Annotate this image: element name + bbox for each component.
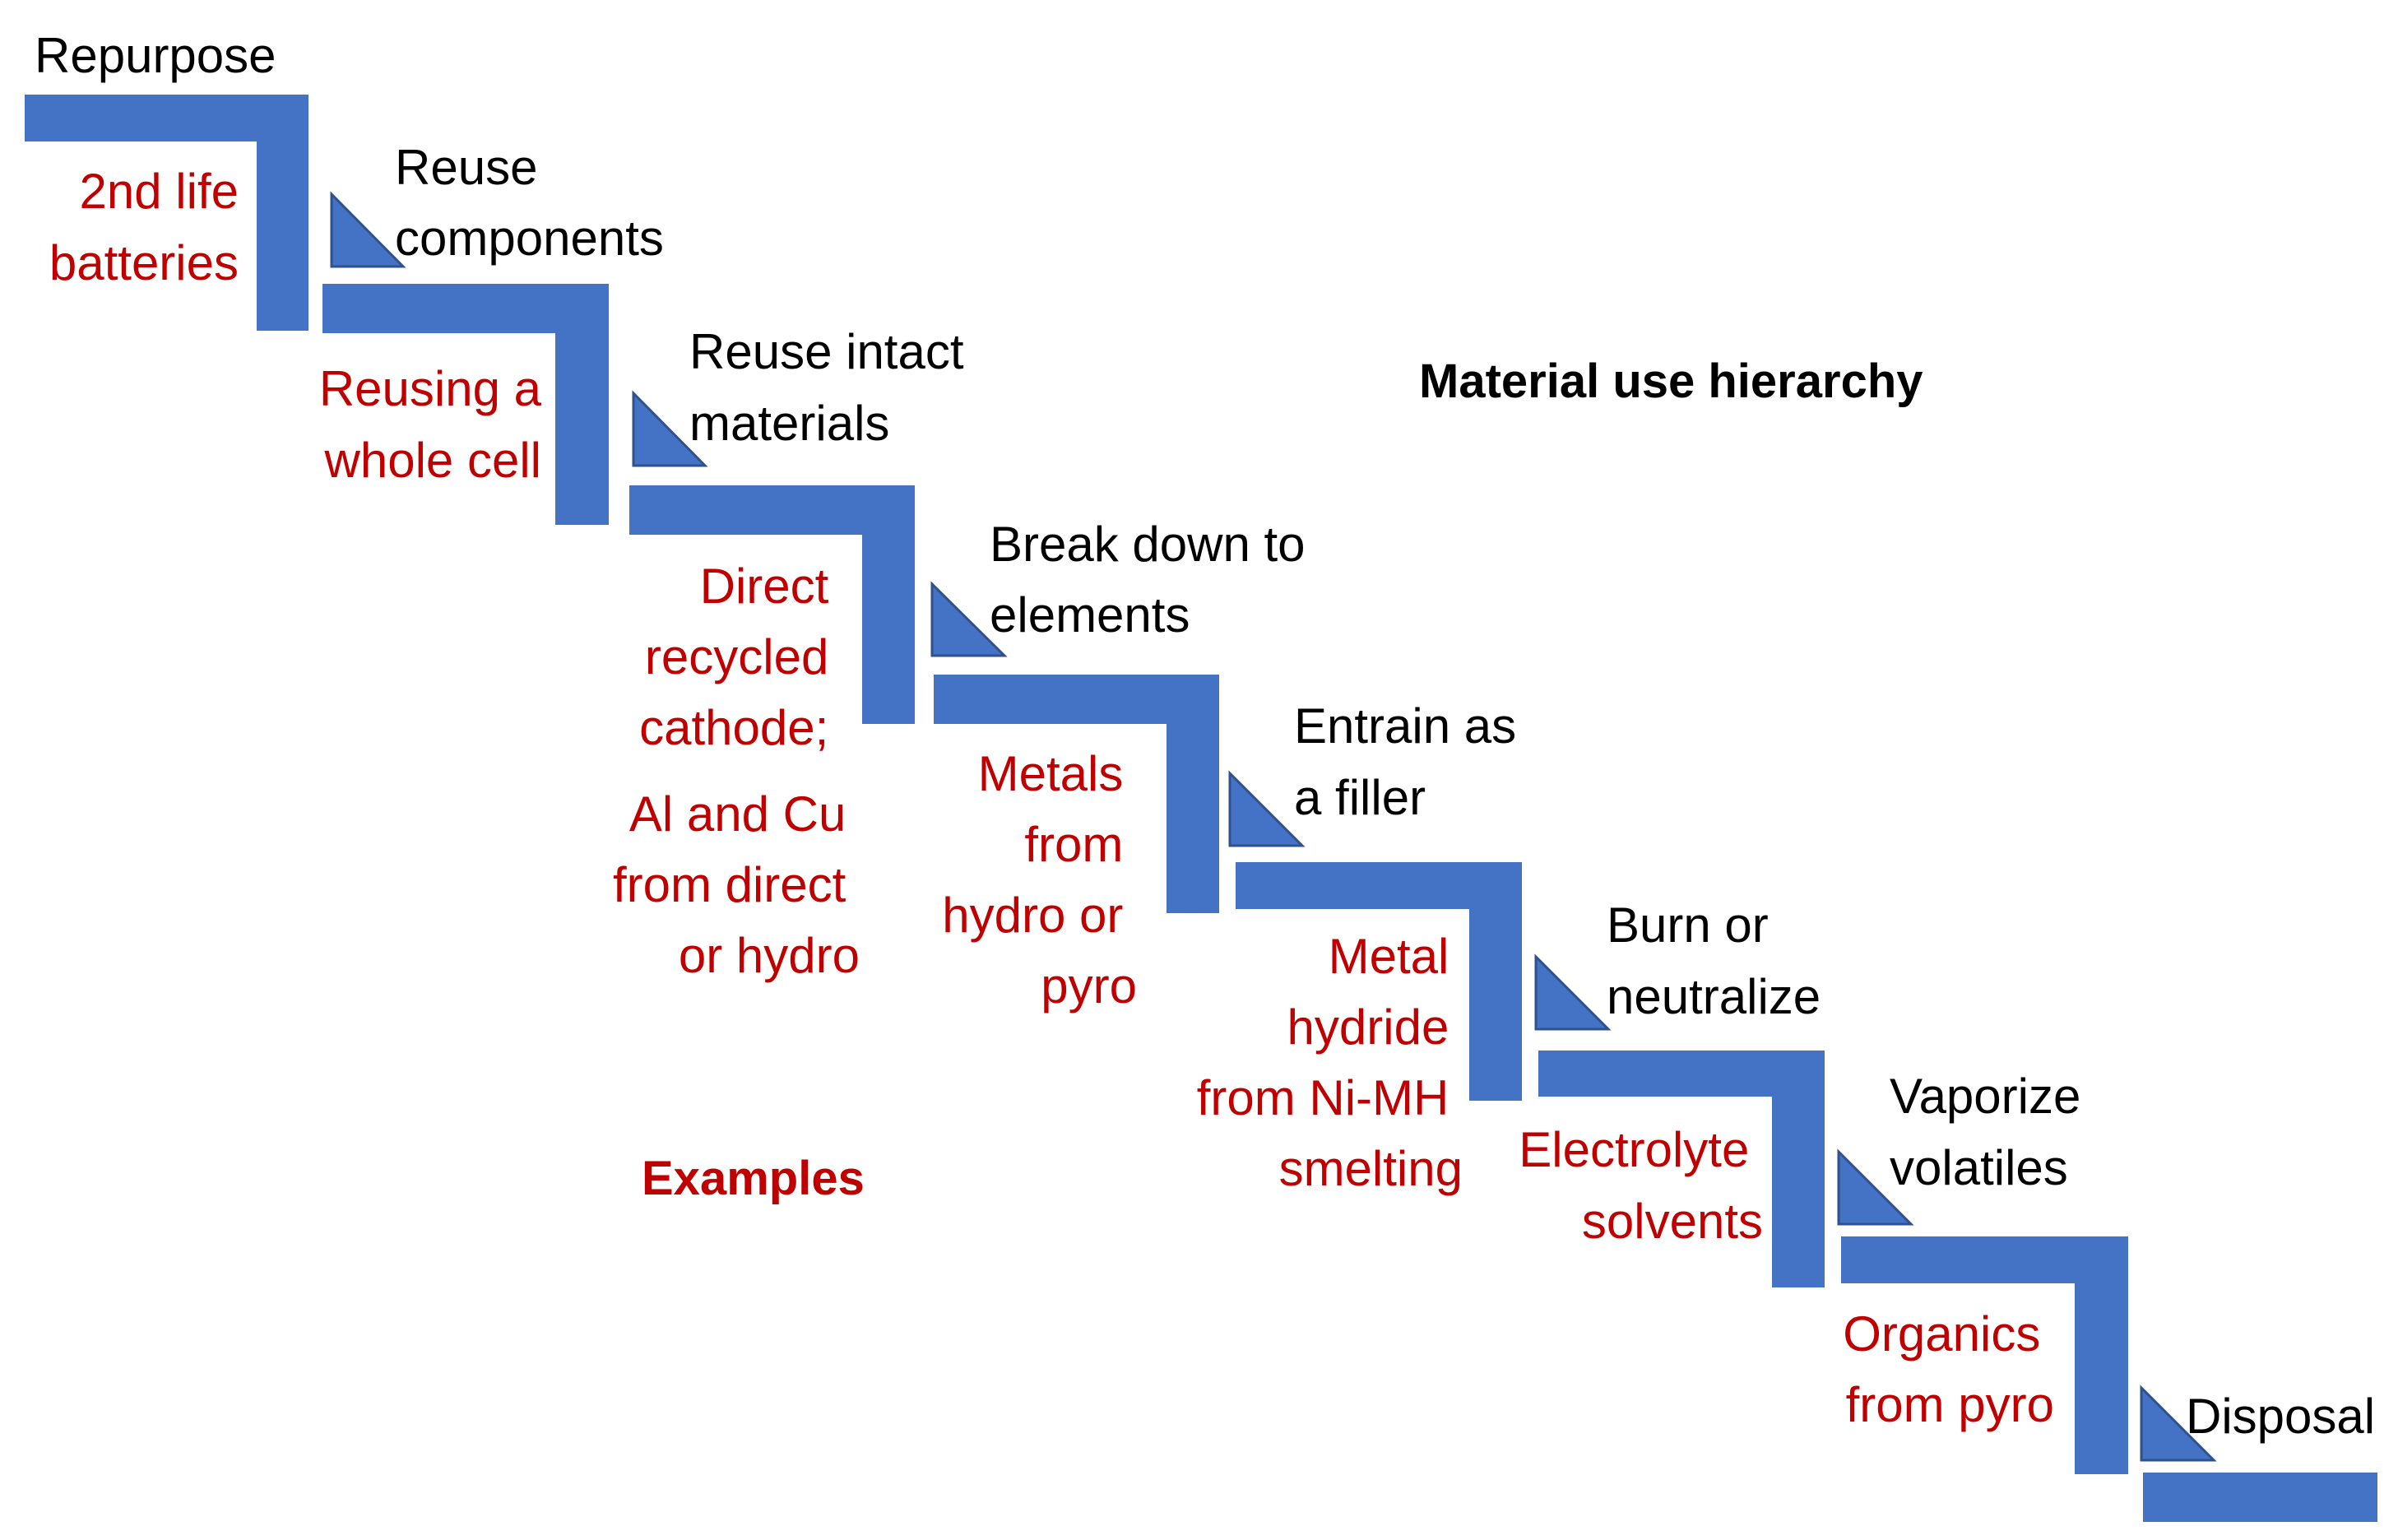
example-label-organics: Organics from pyro xyxy=(1843,1306,2054,1432)
triangle-icon-vaporize xyxy=(1837,1148,1914,1226)
triangle-icon-break-down xyxy=(930,581,1008,657)
step-5-entrain xyxy=(1236,862,1522,1101)
triangle-icon-burn xyxy=(1534,953,1612,1031)
diagram-title: Material use hierarchy xyxy=(1419,355,1923,408)
step-2-reuse-components xyxy=(322,284,609,525)
step-1-repurpose xyxy=(25,95,308,331)
step-6-burn xyxy=(1538,1051,1825,1287)
step-8-disposal xyxy=(2143,1473,2377,1522)
step-3-reuse-intact-materials xyxy=(629,485,915,724)
example-label-metal-hydride: Metal hydride from Ni-MH smelting xyxy=(1197,929,1463,1196)
triangle-markers xyxy=(330,191,2217,1462)
triangle-icon-reuse-components xyxy=(330,191,406,268)
example-label-electrolyte: Electrolyte solvents xyxy=(1519,1122,1763,1249)
example-label-metals: Metals from hydro or pyro xyxy=(942,746,1137,1014)
step-7-vaporize xyxy=(1841,1236,2128,1474)
triangle-icon-disposal xyxy=(2140,1385,2217,1462)
triangle-icon-entrain xyxy=(1228,770,1306,847)
examples-title: Examples xyxy=(642,1152,865,1205)
triangle-icon-reuse-intact xyxy=(632,390,708,467)
stage-label-disposal: Disposal xyxy=(2186,1389,2375,1444)
staircase xyxy=(25,95,2377,1522)
stage-label-repurpose: Repurpose xyxy=(35,28,276,83)
example-label-direct-recycled: Direct recycled cathode; Al and Cu from … xyxy=(613,559,860,983)
step-4-break-down xyxy=(934,675,1219,913)
